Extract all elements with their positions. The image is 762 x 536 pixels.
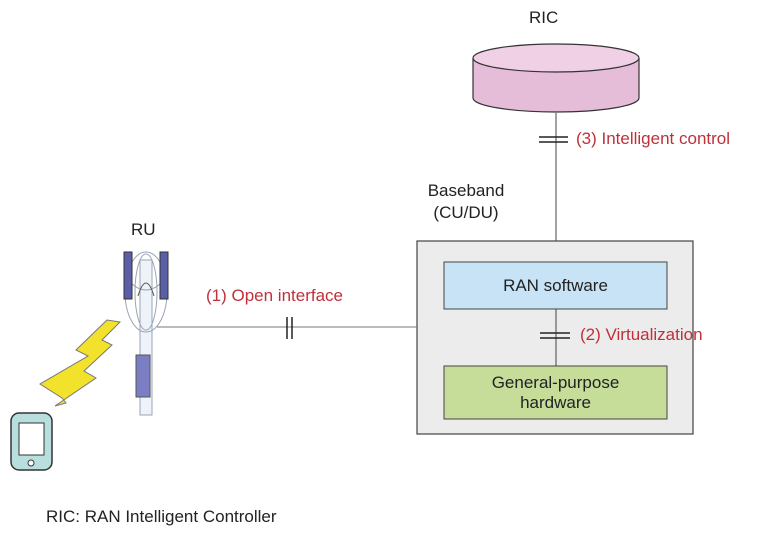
ru-label: RU xyxy=(131,220,156,239)
hardware-label-line2: hardware xyxy=(520,392,591,412)
open-interface-label: (1) Open interface xyxy=(206,286,344,305)
hardware-label: General-purpose hardware xyxy=(444,366,667,419)
baseband-title-line2: (CU/DU) xyxy=(433,203,499,222)
ric-database-icon xyxy=(472,43,640,113)
hardware-label-line1: General-purpose xyxy=(491,372,620,392)
ru-antenna-icon xyxy=(123,251,169,416)
baseband-title-line1: Baseband xyxy=(427,181,505,200)
intelligent-control-label: (3) Intelligent control xyxy=(576,129,731,148)
open-interface-mark xyxy=(286,317,293,339)
mobile-phone-icon xyxy=(10,412,53,471)
baseband-title: Baseband (CU/DU) xyxy=(408,180,524,224)
footnote: RIC: RAN Intelligent Controller xyxy=(46,507,277,526)
intelligent-control-interface-mark xyxy=(539,136,568,143)
ric-label: RIC xyxy=(529,8,559,27)
virtualization-label: (2) Virtualization xyxy=(580,325,703,344)
ran-software-box xyxy=(443,261,668,310)
lightning-bolt-icon xyxy=(39,319,122,407)
ran-software-label: RAN software xyxy=(503,275,608,295)
virtualization-interface-mark xyxy=(540,332,570,339)
hardware-box xyxy=(443,365,668,420)
